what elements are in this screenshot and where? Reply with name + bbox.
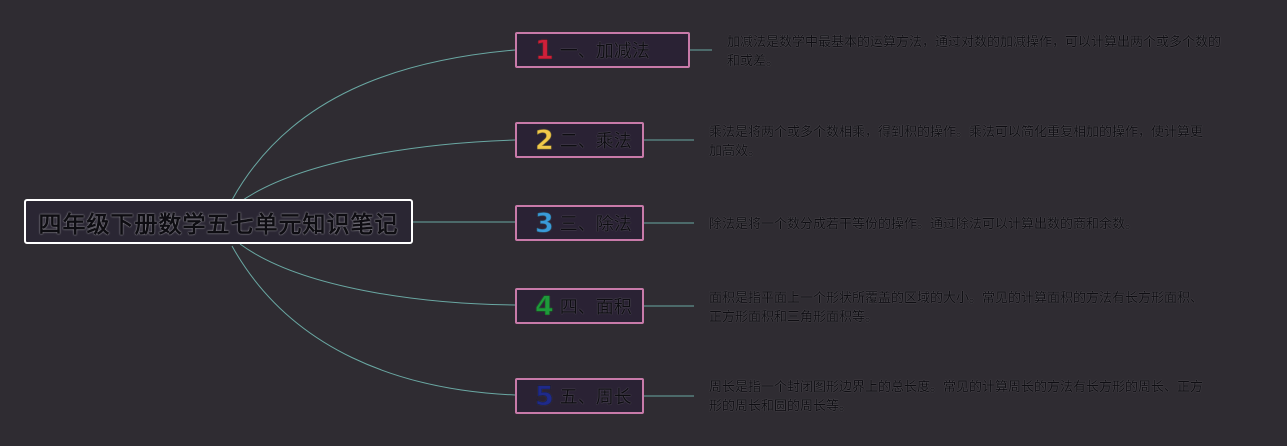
link-root-branch-5 [231, 245, 516, 396]
branch-label: 二、乘法 [559, 131, 632, 152]
branch-description-2: 乘法是将两个或多个数相乘，得到积的操作。乘法可以简化重复相加的操作，使计算更加高… [709, 125, 1204, 159]
branch-description-1: 加减法是数学中最基本的运算方法，通过对数的加减操作，可以计算出两个或多个数的和或… [727, 35, 1222, 69]
branch-label: 一、加减法 [559, 41, 650, 62]
link-root-branch-2 [239, 139, 516, 203]
branch-description-4: 面积是指平面上一个形状所覆盖的区域的大小。常见的计算面积的方法有长方形面积、正方… [709, 291, 1204, 325]
branch-description-5: 周长是指一个封闭图形边界上的总长度。常见的计算周长的方法有长方形的周长、正方形的… [709, 380, 1204, 414]
link-root-branch-1 [231, 49, 516, 201]
link-root-branch-4 [239, 243, 516, 306]
branch-topic-2[interactable]: 2 二、乘法 [515, 122, 644, 158]
branch-label: 五、周长 [559, 387, 632, 408]
branch-topic-5[interactable]: 5 五、周长 [515, 378, 644, 414]
branch-topic-3[interactable]: 3 三、除法 [515, 205, 644, 241]
number-badge: 4 [535, 290, 555, 322]
number-badge: 1 [535, 34, 555, 66]
root-title: 四年级下册数学五七单元知识笔记 [38, 211, 399, 238]
root-topic[interactable]: 四年级下册数学五七单元知识笔记 [24, 199, 413, 244]
branch-description-3: 除法是将一个数分成若干等份的操作。通过除法可以计算出数的商和余数。 [709, 217, 1139, 232]
branch-label: 四、面积 [559, 297, 632, 318]
number-badge: 5 [535, 380, 555, 412]
branch-label: 三、除法 [559, 214, 632, 235]
number-badge: 2 [535, 124, 555, 156]
branch-topic-1[interactable]: 1 一、加减法 [515, 32, 690, 68]
number-badge: 3 [535, 207, 555, 239]
branch-topic-4[interactable]: 4 四、面积 [515, 288, 644, 324]
